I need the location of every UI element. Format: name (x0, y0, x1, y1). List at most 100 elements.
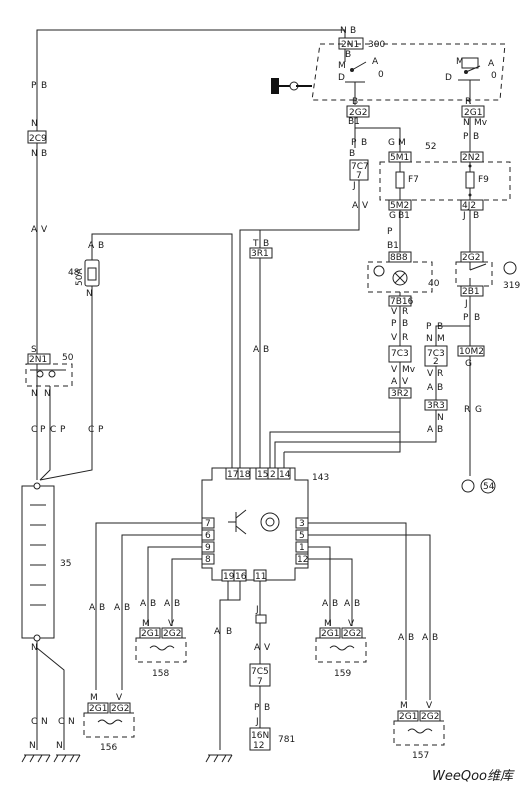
connector-label: 3R2 (391, 389, 409, 399)
wire-label: V (426, 701, 433, 711)
wire-label: A (31, 225, 38, 235)
wire-label: P (40, 425, 46, 435)
wire-label: P (98, 425, 104, 435)
wire-label: G (465, 359, 472, 369)
connector-label: 7 (356, 171, 362, 181)
wire-label: A (422, 633, 429, 643)
wire-label: M (324, 619, 332, 629)
pin-label: 1 (299, 543, 305, 553)
wire-label: N (463, 118, 470, 128)
fuse-label: F7 (408, 175, 419, 185)
wire-label: N (31, 149, 38, 159)
wire-label: R (465, 97, 471, 107)
wire-label: B (408, 633, 414, 643)
sensor-54-icon (461, 479, 475, 493)
connector-4j2 (460, 199, 484, 211)
wire-label: V (41, 225, 48, 235)
coil-icon (149, 645, 175, 651)
wire-label: N (29, 741, 36, 751)
wire-label: N (31, 643, 38, 653)
fuse-label: F9 (478, 175, 489, 185)
wire-label: N (437, 413, 444, 423)
wire-3r3-branch: P B N M 7C3 2 V R A B 3R3 N A B (274, 322, 470, 468)
connector-label: 7C3 (427, 349, 445, 359)
connector-10m2 (457, 345, 485, 357)
watermark: WeeQoo维库 (432, 769, 515, 784)
wire-label: B (432, 633, 438, 643)
wire-label: A (322, 599, 329, 609)
pin-label: 17 (227, 470, 238, 480)
wire-label: B (263, 239, 269, 249)
wire-label: P (391, 319, 397, 329)
wire-label: N (86, 289, 93, 299)
wire-2g1-branch: R 2G1 N Mv P B (461, 97, 488, 152)
wire-label: R (437, 369, 443, 379)
injector-158: A B A B M V 2G1 2G2 158 (135, 546, 202, 679)
wire-label: M (456, 57, 464, 67)
wire-label: B1 (348, 117, 360, 127)
switch-enclosure (311, 43, 506, 101)
injector-156: A B A B M V 2G1 2G2 156 (83, 522, 202, 753)
wire-label: 0 (378, 70, 384, 80)
wire-label: B (474, 313, 480, 323)
ground-icon (53, 754, 81, 763)
connector-label: 2B1 (462, 287, 480, 297)
wire-label: A (89, 603, 96, 613)
wire-label: R (402, 333, 408, 343)
wire-label: B (473, 132, 479, 142)
component-number: 300 (368, 40, 385, 50)
component-number: 50 (62, 353, 74, 363)
wire-label: B (350, 26, 356, 36)
component-number: 52 (425, 142, 436, 152)
component-number: 54 (483, 482, 495, 492)
connector-label: 2N1 (341, 40, 359, 50)
connector-label: 2G2 (421, 712, 439, 722)
connector-label: 12 (253, 741, 264, 751)
connector-label: 7 (257, 677, 263, 687)
connector-2g1-top (461, 105, 485, 118)
wire-label: B (437, 383, 443, 393)
wire-label: A (427, 383, 434, 393)
pin-label: 16 (235, 572, 247, 582)
wire-label: A (254, 643, 261, 653)
wire-label: B (124, 603, 130, 613)
connector-label: 2G2 (163, 629, 181, 639)
connector-label: 7C7 (351, 162, 369, 172)
connector-label: 7C3 (391, 349, 409, 359)
wire-label: B (150, 599, 156, 609)
wire-label: A (214, 627, 221, 637)
connector-label: 50A (75, 268, 85, 286)
wire-label: N (340, 26, 347, 36)
pin-label: 19 (223, 572, 235, 582)
connector-label: 2G1 (399, 712, 417, 722)
ecu-top-wires (283, 432, 401, 468)
wire-label: V (391, 307, 398, 317)
wire-2g2-branch: B 2G2 B1 P B B 7C7 7 J A V (259, 97, 401, 248)
wire-label: V (362, 201, 369, 211)
injector-157-enclosure (393, 720, 445, 746)
wire-label: B (352, 97, 358, 107)
connector-label: 8B8 (390, 253, 408, 263)
battery-body (21, 485, 55, 639)
injector-159-enclosure (315, 637, 367, 663)
pin-label: 15 (257, 470, 268, 480)
wire-label: A (427, 425, 434, 435)
fuse-box-52: G M 52 5M1 2N2 F7 F9 5M2 4J2 G B1 J B (379, 138, 511, 221)
wire-label: A (88, 241, 95, 251)
wire-label: D (445, 73, 452, 83)
injector-159: A B A B M V 2G1 2G2 159 (308, 546, 367, 679)
wire-label: A (398, 633, 405, 643)
wire-label: R (402, 307, 408, 317)
wire-label: J (352, 181, 356, 191)
wire-label: T (252, 239, 259, 249)
wire-label: B (354, 599, 360, 609)
component-number: 35 (60, 559, 71, 569)
wire-label: N (426, 334, 433, 344)
connector-label: 2G1 (321, 629, 339, 639)
wire-label: V (391, 365, 398, 375)
wire-label: C (58, 717, 64, 727)
pin-label: 9 (205, 543, 211, 553)
wire-label: J (255, 605, 259, 615)
wire-label: B1 (387, 241, 399, 251)
